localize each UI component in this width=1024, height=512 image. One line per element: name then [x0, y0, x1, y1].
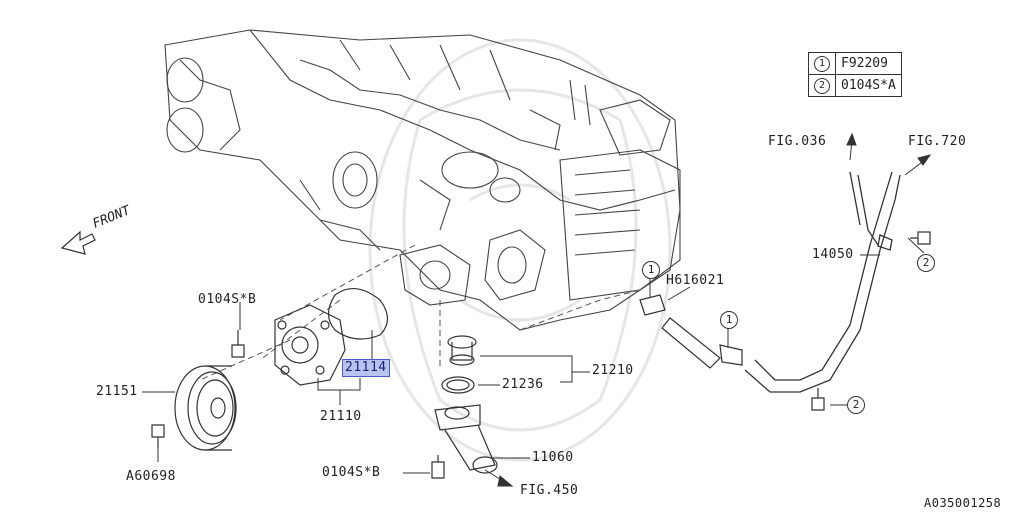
bolt-0104sb-bottom-label[interactable]: 0104S*B — [322, 465, 381, 480]
thermostat-housing — [434, 404, 498, 474]
legend-num-cell: 2 — [808, 74, 836, 97]
part-21114-label[interactable]: 21114 — [342, 359, 390, 377]
bolts — [151, 231, 931, 479]
bolt-0104sb-top-label[interactable]: 0104S*B — [198, 292, 257, 307]
pulley — [174, 365, 237, 451]
water-pump — [274, 304, 346, 386]
fig036-link[interactable]: FIG.036 — [768, 134, 827, 149]
pipe — [744, 171, 901, 393]
part-a60698-label[interactable]: A60698 — [126, 469, 176, 484]
callout-1[interactable]: 1 — [720, 311, 738, 329]
fig720-link[interactable]: FIG.720 — [908, 134, 967, 149]
thermostat — [441, 335, 477, 394]
part-21151-label[interactable]: 21151 — [96, 384, 138, 399]
legend-ref[interactable]: 0104S*A — [835, 74, 902, 97]
callout-1[interactable]: 1 — [642, 261, 660, 279]
part-21210-label[interactable]: 21210 — [592, 363, 634, 378]
part-h616021-label[interactable]: H616021 — [666, 273, 725, 288]
image-code: A035001258 — [924, 496, 1002, 510]
reference-legend: 1 F92209 2 0104S*A — [808, 52, 902, 97]
part-21236-label[interactable]: 21236 — [502, 377, 544, 392]
part-21110-label[interactable]: 21110 — [320, 409, 362, 424]
gasket-21114 — [327, 288, 389, 340]
engine-block — [164, 29, 681, 331]
fig450-link[interactable]: FIG.450 — [520, 483, 579, 498]
callout-2[interactable]: 2 — [917, 254, 935, 272]
assembly-lines — [199, 244, 641, 381]
legend-num-cell: 1 — [808, 52, 836, 75]
legend-row: 1 F92209 — [808, 52, 902, 75]
hose — [639, 294, 743, 369]
part-11060-label[interactable]: 11060 — [532, 450, 574, 465]
callout-2[interactable]: 2 — [847, 396, 865, 414]
front-arrow-icon — [60, 230, 96, 255]
legend-ref[interactable]: F92209 — [835, 52, 902, 75]
legend-num: 2 — [814, 78, 830, 94]
watermark-logo — [368, 38, 672, 462]
legend-row: 2 0104S*A — [808, 74, 902, 97]
legend-num: 1 — [814, 56, 830, 72]
leader-lines — [142, 132, 932, 487]
part-14050-label[interactable]: 14050 — [812, 247, 854, 262]
